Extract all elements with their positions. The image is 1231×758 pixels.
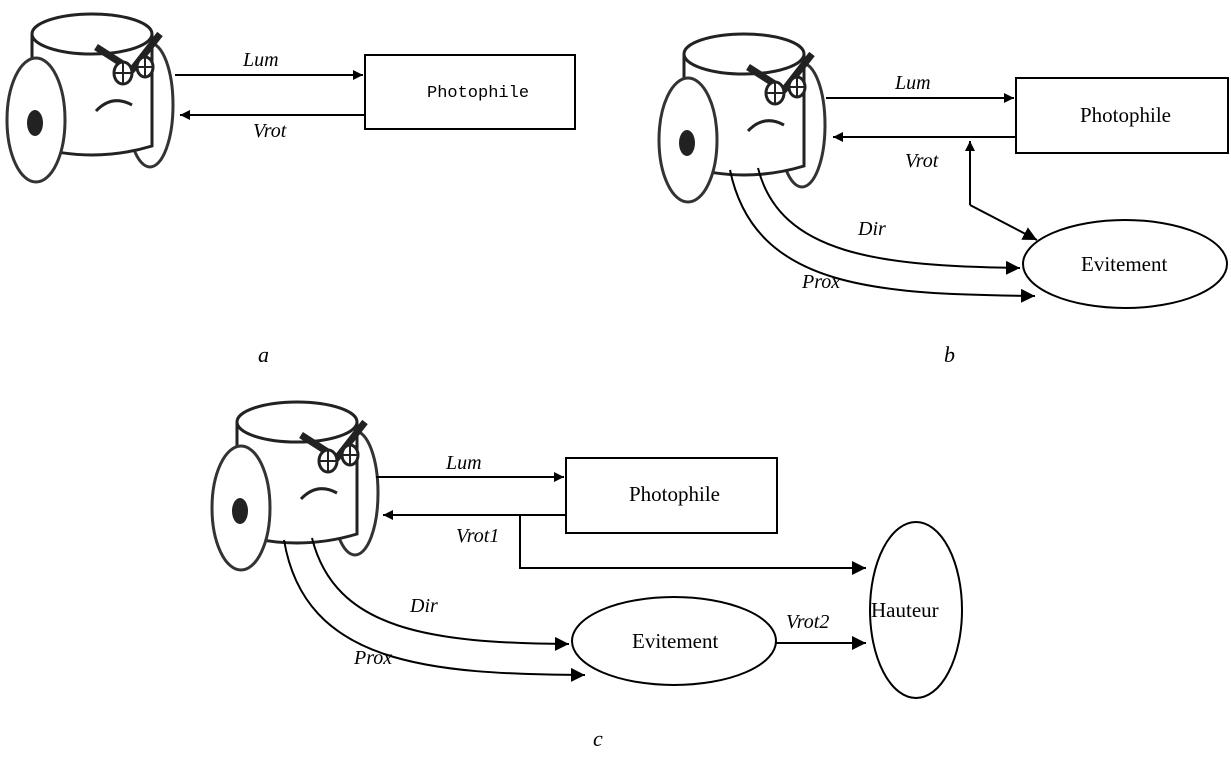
- vrot-label: Vrot: [905, 150, 939, 172]
- dir-arrow: [757, 167, 1021, 275]
- evitement-ellipse: [571, 596, 777, 686]
- vrot2-label: Vrot2: [786, 611, 829, 633]
- prox-arrow: [729, 169, 1036, 303]
- lum-label: Lum: [242, 49, 279, 71]
- panel-a: Photophile Lum Vrot a: [7, 14, 576, 367]
- photophile-label: Photophile: [629, 482, 720, 506]
- vrot1-label: Vrot1: [456, 525, 499, 547]
- panel-b: Photophile Lum Vrot Evitement Dir Prox b: [659, 34, 1229, 367]
- evitement-label: Evitement: [1081, 252, 1167, 276]
- caption-a: a: [258, 342, 269, 367]
- lum-label: Lum: [445, 452, 482, 474]
- caption-b: b: [944, 342, 955, 367]
- hauteur-label: Hauteur: [871, 598, 939, 622]
- vrot1-to-hauteur-arrow: [519, 515, 866, 575]
- photophile-label: Photophile: [427, 84, 529, 103]
- dir-label: Dir: [857, 218, 886, 240]
- vrot-label: Vrot: [253, 120, 287, 142]
- evitement-label: Evitement: [632, 629, 718, 653]
- photophile-box: [364, 54, 576, 130]
- lum-label: Lum: [894, 72, 931, 94]
- photophile-box: [1015, 77, 1229, 154]
- prox-arrow: [283, 539, 586, 682]
- robot-icon: [659, 34, 825, 202]
- caption-c: c: [593, 726, 603, 751]
- panel-c: Photophile Lum Vrot1 Hauteur Evitement V…: [212, 402, 963, 751]
- photophile-box: [565, 457, 778, 534]
- photophile-label: Photophile: [1080, 103, 1171, 127]
- dir-arrow: [311, 537, 570, 651]
- evitement-ellipse: [1022, 219, 1228, 309]
- hauteur-ellipse: [869, 521, 963, 699]
- dir-label: Dir: [409, 595, 438, 617]
- prox-label: Prox: [353, 647, 392, 669]
- robot-icon: [212, 402, 378, 570]
- robot-icon: [7, 14, 173, 182]
- vrot-to-evitement-arrow: [969, 204, 1038, 241]
- prox-label: Prox: [801, 271, 840, 293]
